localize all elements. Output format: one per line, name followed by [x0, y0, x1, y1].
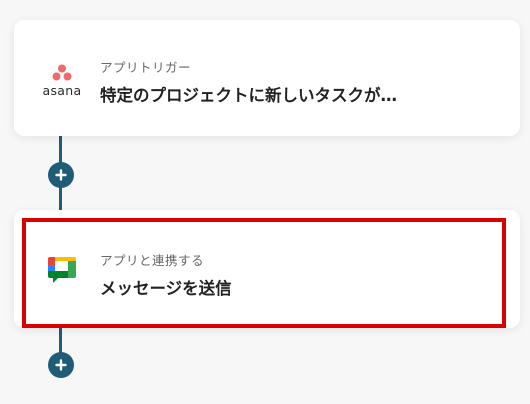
asana-wordmark: asana — [42, 83, 82, 98]
trigger-subtitle: アプリトリガー — [100, 60, 192, 75]
action-subtitle: アプリと連携する — [100, 253, 205, 268]
action-title: メッセージを送信 — [100, 279, 232, 298]
add-step-button[interactable] — [48, 162, 74, 188]
trigger-title: 特定のプロジェクトに新しいタスクが… — [100, 86, 397, 105]
google-chat-logo — [40, 255, 84, 287]
flow-connector-line — [59, 326, 62, 366]
asana-logo: asana — [40, 64, 84, 98]
add-step-button[interactable] — [48, 352, 74, 378]
google-chat-icon — [48, 257, 76, 283]
trigger-step-card[interactable]: asana アプリトリガー 特定のプロジェクトに新しいタスクが… — [14, 20, 520, 136]
asana-icon — [52, 64, 72, 81]
plus-icon — [55, 169, 67, 181]
action-step-card[interactable]: アプリと連携する メッセージを送信 — [14, 210, 520, 328]
plus-icon — [55, 359, 67, 371]
